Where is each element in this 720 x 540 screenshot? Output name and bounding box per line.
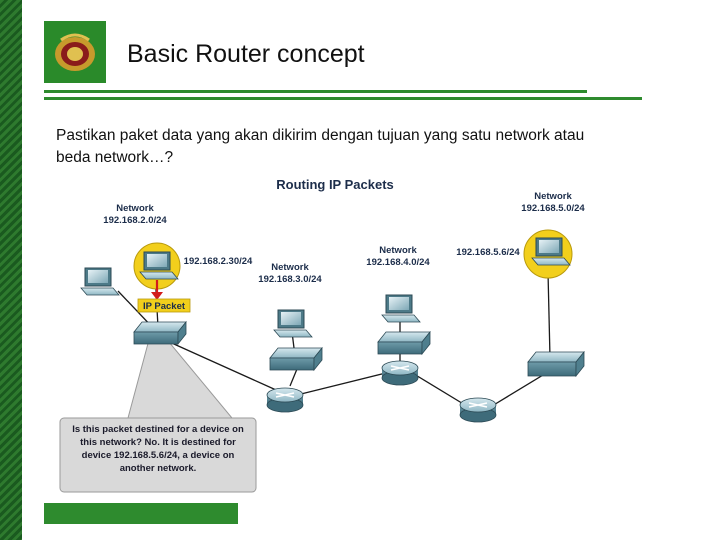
switch-icon bbox=[269, 346, 323, 372]
computer-icon bbox=[273, 309, 313, 338]
network-5-word: Network bbox=[534, 191, 572, 202]
switch-icon bbox=[377, 330, 431, 356]
callout-box bbox=[59, 417, 257, 493]
network-4-word: Network bbox=[379, 245, 417, 256]
network-2-address: 192.168.2.0/24 bbox=[103, 215, 167, 226]
host-5-address: 192.168.5.6/24 bbox=[456, 247, 520, 258]
network-5-address: 192.168.5.0/24 bbox=[521, 203, 585, 214]
callout-line-3: device 192.168.5.6/24, a device on bbox=[82, 450, 235, 461]
computer-icon bbox=[80, 267, 120, 296]
body-line-2: beda network…? bbox=[56, 149, 174, 166]
network-4-address: 192.168.4.0/24 bbox=[366, 257, 430, 268]
packet-arrow-head bbox=[151, 292, 163, 300]
computer-icon bbox=[381, 294, 421, 323]
title-divider-lower bbox=[44, 97, 642, 100]
callout-line-4: another network. bbox=[120, 463, 197, 474]
router-icon bbox=[459, 397, 497, 423]
institution-logo bbox=[44, 21, 106, 83]
callout-line-1: Is this packet destined for a device on bbox=[72, 424, 244, 435]
footer-accent-bar bbox=[44, 503, 238, 524]
router-icon bbox=[381, 360, 419, 386]
host-2-address: 192.168.2.30/24 bbox=[184, 256, 253, 267]
network-2-word: Network bbox=[116, 203, 154, 214]
ip-packet-box bbox=[137, 298, 191, 313]
router-icon bbox=[266, 387, 304, 413]
callout-pointer bbox=[127, 335, 234, 419]
title-divider-upper bbox=[44, 90, 587, 93]
switch-icon bbox=[527, 350, 585, 378]
ip-packet-label: IP Packet bbox=[143, 301, 186, 312]
diagram-title: Routing IP Packets bbox=[276, 177, 394, 192]
switch-icon bbox=[133, 320, 187, 346]
computer-icon bbox=[139, 251, 179, 280]
computer-icon bbox=[531, 237, 571, 266]
network-3-address: 192.168.3.0/24 bbox=[258, 274, 322, 285]
slide-title: Basic Router concept bbox=[127, 40, 365, 68]
slide-body-text: Pastikan paket data yang akan dikirim de… bbox=[56, 125, 656, 169]
callout-line-2: this network? No. It is destined for bbox=[80, 437, 236, 448]
left-decorative-stripe bbox=[0, 0, 22, 540]
body-line-1: Pastikan paket data yang akan dikirim de… bbox=[56, 127, 585, 144]
network-3-word: Network bbox=[271, 262, 309, 273]
